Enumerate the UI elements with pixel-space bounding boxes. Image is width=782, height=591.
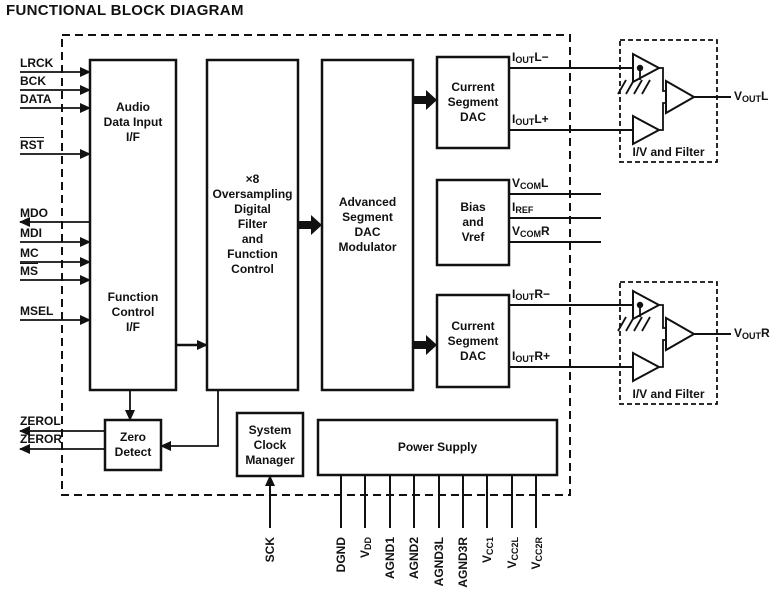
pin-label-agnd3l: AGND3L (432, 537, 446, 587)
function-control-if-label: Function Control I/F (107, 290, 159, 334)
pin-label-mdo: MDO (20, 206, 48, 220)
block-bias-vref (435, 178, 511, 267)
pin-label-ioutl-minus: IOUTL− (512, 50, 549, 65)
pin-label-data: DATA (20, 92, 52, 106)
pin-label-voutr: VOUTR (734, 326, 770, 341)
block-dac-modulator (320, 58, 415, 392)
current-dac-l-label: Current Segment DAC (447, 80, 499, 124)
block-audio-if (88, 58, 178, 392)
pin-label-vcoml: VCOML (512, 176, 549, 191)
block-current-dac-l (435, 55, 511, 150)
pin-label-zeror: ZEROR (20, 432, 62, 446)
bus-arrow-modulator-to-dac-r (413, 335, 437, 355)
pin-label-mdi: MDI (20, 226, 42, 240)
pin-label-iref: IREF (512, 200, 534, 215)
power-supply-label: Power Supply (397, 440, 478, 454)
pin-label-dgnd: DGND (334, 537, 348, 573)
block-system-clock (235, 411, 305, 478)
block-outlines (88, 55, 559, 478)
pin-label-vcomr: VCOMR (512, 224, 550, 239)
chip-boundary (61, 34, 571, 496)
block-oversampling-filter (205, 58, 300, 392)
audio-if-label: Audio Data Input I/F (103, 100, 163, 144)
opamp-icon (632, 114, 662, 146)
opamp-icon (632, 351, 662, 383)
iv-filter-l-label: I/V and Filter (632, 145, 705, 159)
pin-label-sck: SCK (263, 537, 277, 563)
opamp-connectors (659, 67, 666, 368)
pin-label-vcc2l: VCC2L (505, 537, 520, 569)
pin-label-bck: BCK (20, 74, 46, 88)
pin-label-agnd1: AGND1 (383, 537, 397, 580)
pin-label-agnd3r: AGND3R (456, 537, 470, 588)
oversampling-filter-label: ×8 Oversampling Digital Filter and Funct… (212, 172, 293, 276)
pin-label-ms: MS (20, 263, 38, 278)
zero-detect-label: Zero Detect (114, 430, 152, 459)
pin-label-rst: RST (20, 137, 44, 152)
pin-label-mc: MC (20, 246, 39, 260)
page-title: FUNCTIONAL BLOCK DIAGRAM (6, 2, 244, 19)
ground-icon-top (617, 64, 651, 95)
bias-vref-label: Bias and Vref (460, 200, 486, 244)
pin-label-voutl: VOUTL (734, 89, 769, 104)
pin-label-vdd: VDD (358, 537, 373, 559)
bus-arrows (298, 90, 437, 355)
block-zero-detect (103, 418, 163, 472)
pin-label-zerol: ZEROL (20, 414, 61, 428)
pin-label-ioutr-minus: IOUTR− (512, 287, 551, 302)
pin-label-msel: MSEL (20, 304, 54, 318)
pin-label-agnd2: AGND2 (407, 537, 421, 580)
pin-label-vcc2r: VCC2R (529, 537, 544, 570)
opamp-icon (665, 79, 697, 115)
ground-icon-bottom (617, 301, 651, 332)
bus-arrow-filter-to-modulator (298, 215, 322, 235)
current-dac-r-label: Current Segment DAC (447, 319, 499, 363)
block-current-dac-r (435, 293, 511, 389)
bus-arrow-modulator-to-dac-l (413, 90, 437, 110)
signal-wires (19, 67, 275, 528)
dac-modulator-label: Advanced Segment DAC Modulator (338, 195, 397, 254)
pin-label-lrck: LRCK (20, 56, 54, 70)
iv-filter-r-label: I/V and Filter (632, 387, 705, 401)
system-clock-label: System Clock Manager (245, 423, 295, 467)
pin-label-ioutl-plus: IOUTL+ (512, 112, 549, 127)
pin-label-ioutr-plus: IOUTR+ (512, 349, 551, 364)
analog-wires (340, 67, 731, 528)
opamp-icon (665, 316, 697, 352)
pin-label-vcc1: VCC1 (480, 537, 495, 564)
iv-filter-boundaries (619, 39, 718, 405)
block-power-supply (316, 418, 559, 477)
